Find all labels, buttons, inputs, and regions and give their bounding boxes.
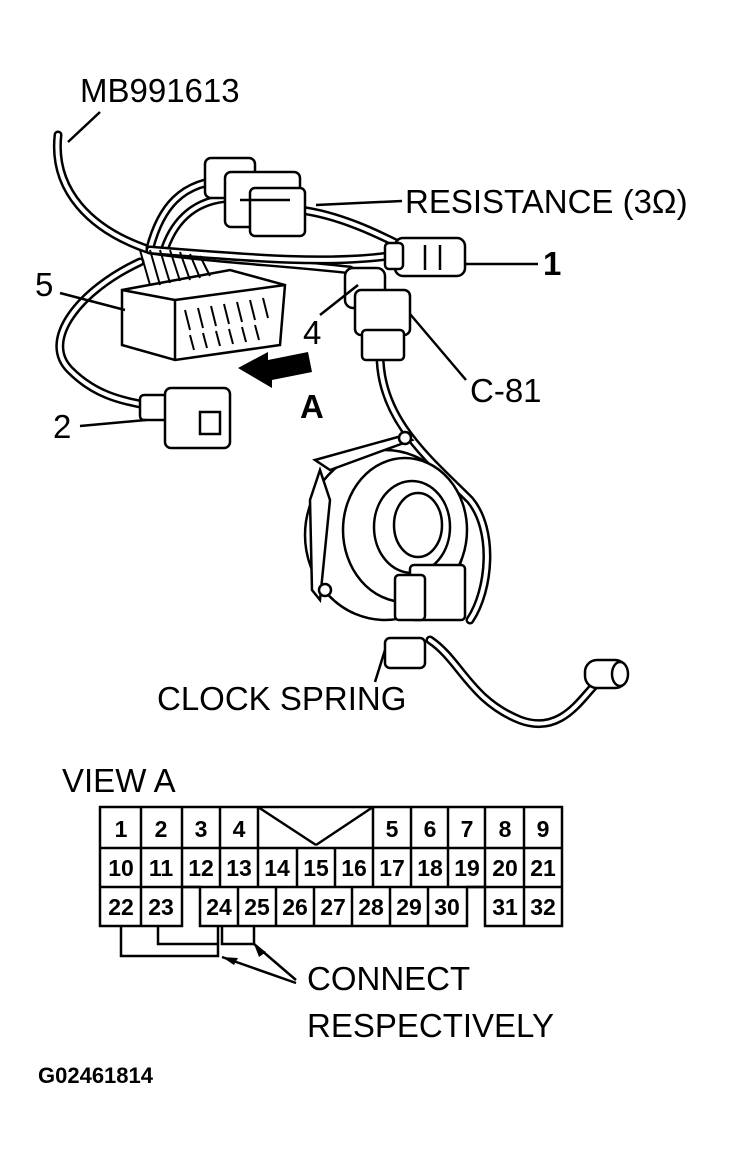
pin-30: 30 (434, 894, 460, 920)
connector-item-2 (138, 386, 232, 450)
connector-item-1 (383, 236, 467, 278)
pin-6: 6 (424, 816, 437, 842)
pin-9: 9 (537, 816, 550, 842)
pin-26: 26 (282, 894, 308, 920)
pin-23: 23 (148, 894, 174, 920)
pin-13: 13 (226, 855, 252, 881)
item-2-label: 2 (53, 408, 71, 445)
connect-label-line1: CONNECT (307, 960, 470, 997)
pin-1: 1 (115, 816, 128, 842)
view-arrow (238, 352, 312, 388)
pin-3: 3 (195, 816, 208, 842)
connector-face-view-a: 1 2 3 4 5 6 7 8 9 10 11 12 13 14 15 16 1… (98, 805, 564, 985)
connect-label-line2: RESPECTIVELY (307, 1007, 554, 1044)
resistance-label: RESISTANCE (3Ω) (405, 183, 688, 220)
clock-spring-label: CLOCK SPRING (157, 680, 406, 717)
harness-illustration (52, 111, 630, 729)
pin-27: 27 (320, 894, 346, 920)
figure-code: G02461814 (38, 1063, 154, 1088)
pin-8: 8 (499, 816, 512, 842)
pin-24: 24 (206, 894, 232, 920)
pin-5: 5 (386, 816, 399, 842)
tool-label: MB991613 (80, 72, 240, 109)
pin-12: 12 (188, 855, 214, 881)
pin-2: 2 (155, 816, 168, 842)
pin-25: 25 (244, 894, 270, 920)
pigtail-plug (583, 658, 630, 690)
pin-11: 11 (149, 855, 174, 881)
pin-29: 29 (396, 894, 422, 920)
pin-21: 21 (530, 855, 556, 881)
pin-14: 14 (264, 855, 290, 881)
resistance-connector (203, 156, 307, 238)
clock-spring (303, 430, 469, 670)
pin-17: 17 (379, 855, 405, 881)
pin-28: 28 (358, 894, 384, 920)
pin-7: 7 (461, 816, 474, 842)
pin-19: 19 (454, 855, 480, 881)
view-a-title: VIEW A (62, 762, 176, 799)
pin-15: 15 (303, 855, 329, 881)
pin-4: 4 (233, 816, 246, 842)
item-5-label: 5 (35, 266, 53, 303)
pin-16: 16 (341, 855, 367, 881)
pin-32: 32 (530, 894, 556, 920)
item-1-label: 1 (543, 245, 561, 282)
item-4-label: 4 (303, 314, 321, 351)
pin-31: 31 (492, 894, 518, 920)
connector-c81 (343, 266, 412, 362)
pin-10: 10 (108, 855, 134, 881)
connector-item-5 (120, 249, 287, 362)
connector-c81-label: C-81 (470, 372, 542, 409)
pin-22: 22 (108, 894, 134, 920)
view-arrow-label: A (300, 388, 324, 425)
pin-20: 20 (492, 855, 518, 881)
jumper-lines (119, 926, 297, 985)
pin-18: 18 (417, 855, 443, 881)
